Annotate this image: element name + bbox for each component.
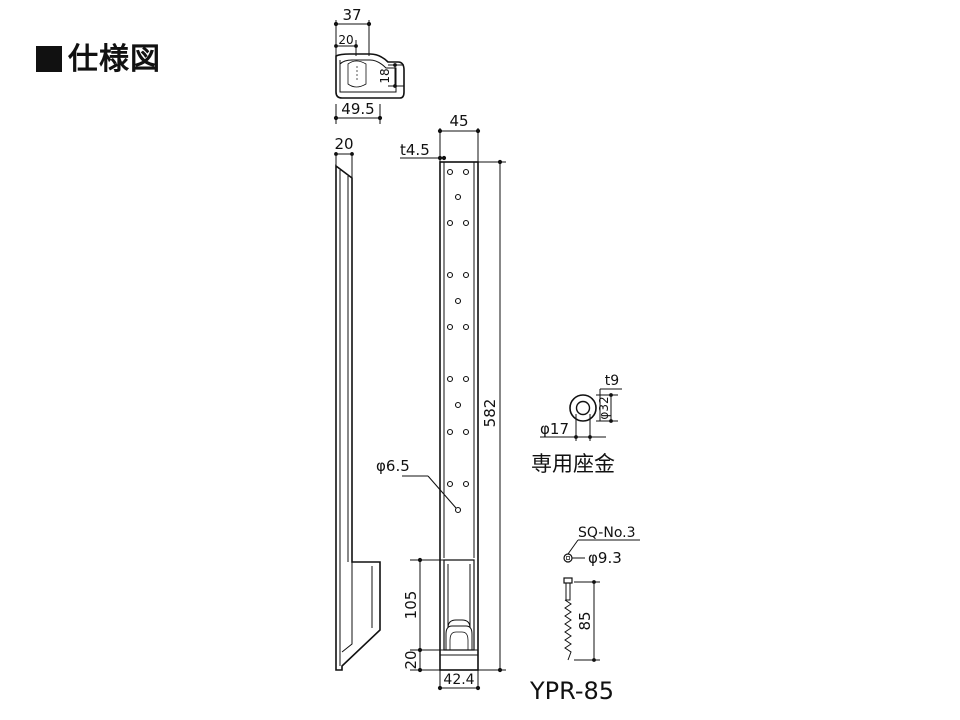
screw-length-dim: 85 bbox=[576, 611, 594, 630]
top-bottom-dim: 49.5 bbox=[341, 100, 374, 118]
screw-head-dim: φ9.3 bbox=[588, 549, 622, 567]
top-width-dim: 37 bbox=[342, 6, 361, 24]
page-title: 仕様図 bbox=[36, 34, 161, 78]
side-thickness-dim: 20 bbox=[334, 135, 353, 153]
front-width-dim: 45 bbox=[449, 112, 468, 130]
washer-thickness-dim: t9 bbox=[605, 373, 619, 389]
top-height-dim: 18 bbox=[378, 68, 392, 83]
washer-outer-dim: φ32 bbox=[597, 396, 611, 419]
screw-code: SQ-No.3 bbox=[578, 525, 636, 541]
top-inner-dim: 20 bbox=[338, 33, 353, 47]
hole-dim: φ6.5 bbox=[376, 457, 410, 475]
top-profile-view bbox=[333, 20, 405, 124]
base-dim: 20 bbox=[402, 650, 420, 669]
title-text: 仕様図 bbox=[68, 42, 161, 77]
washer-view bbox=[540, 388, 622, 441]
slot-dim: 105 bbox=[402, 591, 420, 620]
length-dim: 582 bbox=[481, 399, 499, 428]
bottom-width-dim: 42.4 bbox=[443, 672, 474, 688]
washer-inner-dim: φ17 bbox=[540, 420, 569, 438]
square-bullet-icon bbox=[36, 46, 62, 72]
plate-thickness-dim: t4.5 bbox=[400, 141, 430, 159]
front-view bbox=[400, 128, 506, 691]
model-number: YPR-85 bbox=[529, 677, 614, 705]
screw-view bbox=[563, 539, 640, 662]
washer-label: 専用座金 bbox=[531, 452, 615, 476]
side-view bbox=[334, 152, 381, 671]
